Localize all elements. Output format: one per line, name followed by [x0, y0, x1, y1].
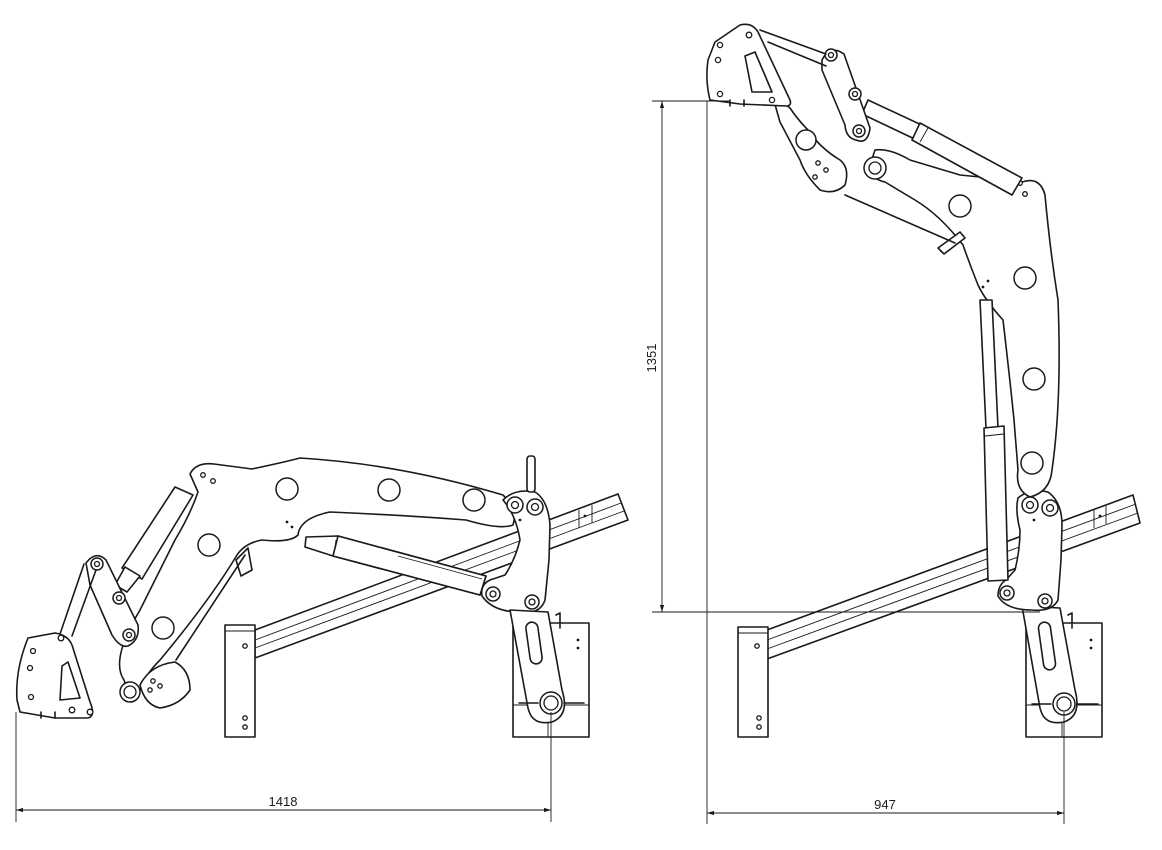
lift-cylinder — [304, 535, 487, 596]
width-dimension-right-label: 947 — [874, 797, 896, 812]
height-dimension-label: 1351 — [644, 344, 659, 373]
boom-pivot-bracket-raised — [997, 490, 1063, 612]
lower-arm-raised — [771, 93, 848, 193]
height-dimension: 1351 — [644, 100, 1040, 613]
width-dimension-left-label: 1418 — [269, 794, 298, 809]
boom-arm — [118, 457, 516, 695]
tilt-cylinder — [114, 486, 194, 593]
rear-mount-plate-raised — [737, 626, 769, 738]
quick-attach-plate-raised — [706, 23, 792, 107]
rear-mount-plate — [224, 624, 256, 738]
width-dimension-right: 947 — [706, 101, 1065, 824]
boom-arm-raised — [844, 148, 1060, 498]
boom-pivot-bracket — [480, 455, 551, 614]
upright-post — [509, 609, 585, 724]
bucket-linkage-raised — [759, 29, 871, 142]
lower-arm — [119, 616, 191, 709]
lift-cylinder-raised — [979, 299, 1009, 582]
tilt-cylinder-raised — [861, 99, 1023, 196]
loader-lowered-view: 1418 — [15, 455, 629, 822]
width-dimension-left: 1418 — [15, 712, 552, 822]
bucket-linkage — [59, 554, 140, 648]
quick-attach-plate — [15, 632, 94, 719]
loader-raised-view: 1351 947 — [644, 23, 1141, 824]
